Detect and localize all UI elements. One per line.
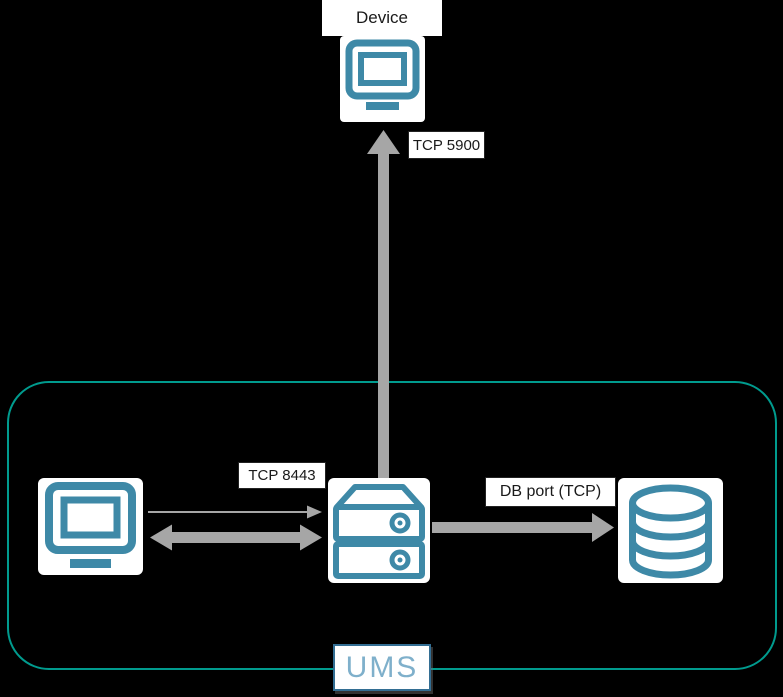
tcp5900-port-label: TCP 5900 xyxy=(408,131,485,159)
db-port-text: DB port (TCP) xyxy=(499,483,602,500)
device-node xyxy=(340,36,425,122)
ums-badge-text: UMS xyxy=(345,650,419,684)
monitor-icon xyxy=(45,482,136,568)
device-title-label: Device xyxy=(322,0,442,36)
database-icon xyxy=(629,484,712,579)
server-icon xyxy=(333,484,425,579)
ums-server-node xyxy=(328,478,430,583)
tcp5900-port-text: TCP 5900 xyxy=(412,136,481,154)
device-title-text: Device xyxy=(356,8,408,27)
ums-badge: UMS xyxy=(333,644,431,691)
tcp8443-port-label: TCP 8443 xyxy=(238,462,326,489)
database-node xyxy=(618,478,723,583)
tcp8443-port-text: TCP 8443 xyxy=(248,467,316,484)
monitor-icon xyxy=(345,39,420,110)
console-node xyxy=(38,478,143,575)
db-port-label: DB port (TCP) xyxy=(485,477,616,507)
